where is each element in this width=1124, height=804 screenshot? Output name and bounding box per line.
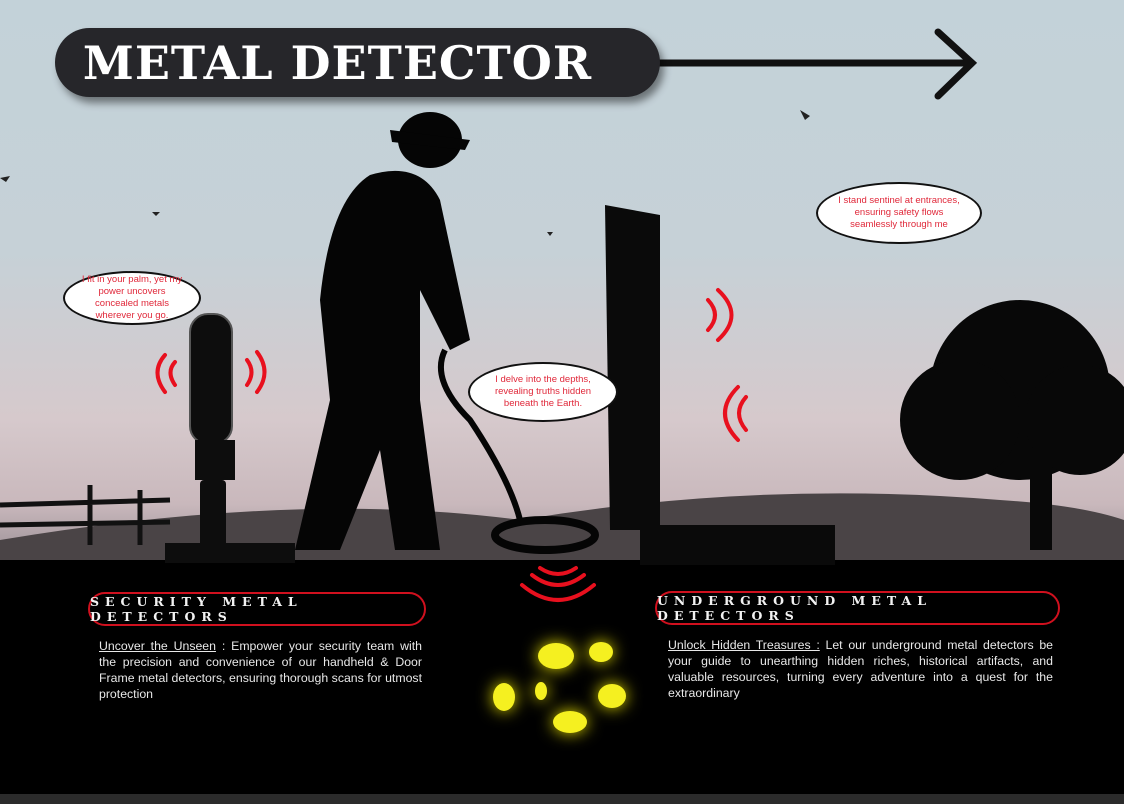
speech-bubble-underground: I delve into the depths, revealing truth… — [468, 362, 618, 422]
speech-bubble-handheld: I fit in your palm, yet my power uncover… — [63, 271, 201, 325]
security-heading: SECURITY METAL DETECTORS — [88, 592, 426, 626]
security-description: Uncover the Unseen : Empower your securi… — [99, 638, 422, 702]
fence — [0, 485, 171, 545]
gold-nugget-icons — [493, 642, 626, 733]
underground-heading: UNDERGROUND METAL DETECTORS — [655, 591, 1060, 625]
door-frame-detector — [605, 205, 835, 565]
person-silhouette — [295, 112, 599, 554]
title-banner: METAL DETECTOR — [55, 28, 660, 97]
security-lead: Uncover the Unseen — [99, 639, 216, 653]
page-title: METAL DETECTOR — [82, 35, 593, 90]
security-text: : Empower your security team with the pr… — [99, 639, 422, 701]
handheld-detector — [165, 313, 295, 563]
tree-icon — [900, 300, 1124, 550]
speech-bubble-door-frame: I stand sentinel at entrances, ensuring … — [816, 182, 982, 244]
underground-text: Let our underground metal detectors be y… — [668, 638, 1054, 700]
footer-bar — [0, 794, 1124, 804]
arrow-icon — [656, 28, 978, 100]
underground-description: Unlock Hidden Treasures : Let our underg… — [668, 637, 1053, 701]
signal-wave-icons — [155, 288, 748, 602]
underground-lead: Unlock Hidden Treasures : — [668, 638, 820, 652]
bird-icons — [0, 110, 810, 236]
